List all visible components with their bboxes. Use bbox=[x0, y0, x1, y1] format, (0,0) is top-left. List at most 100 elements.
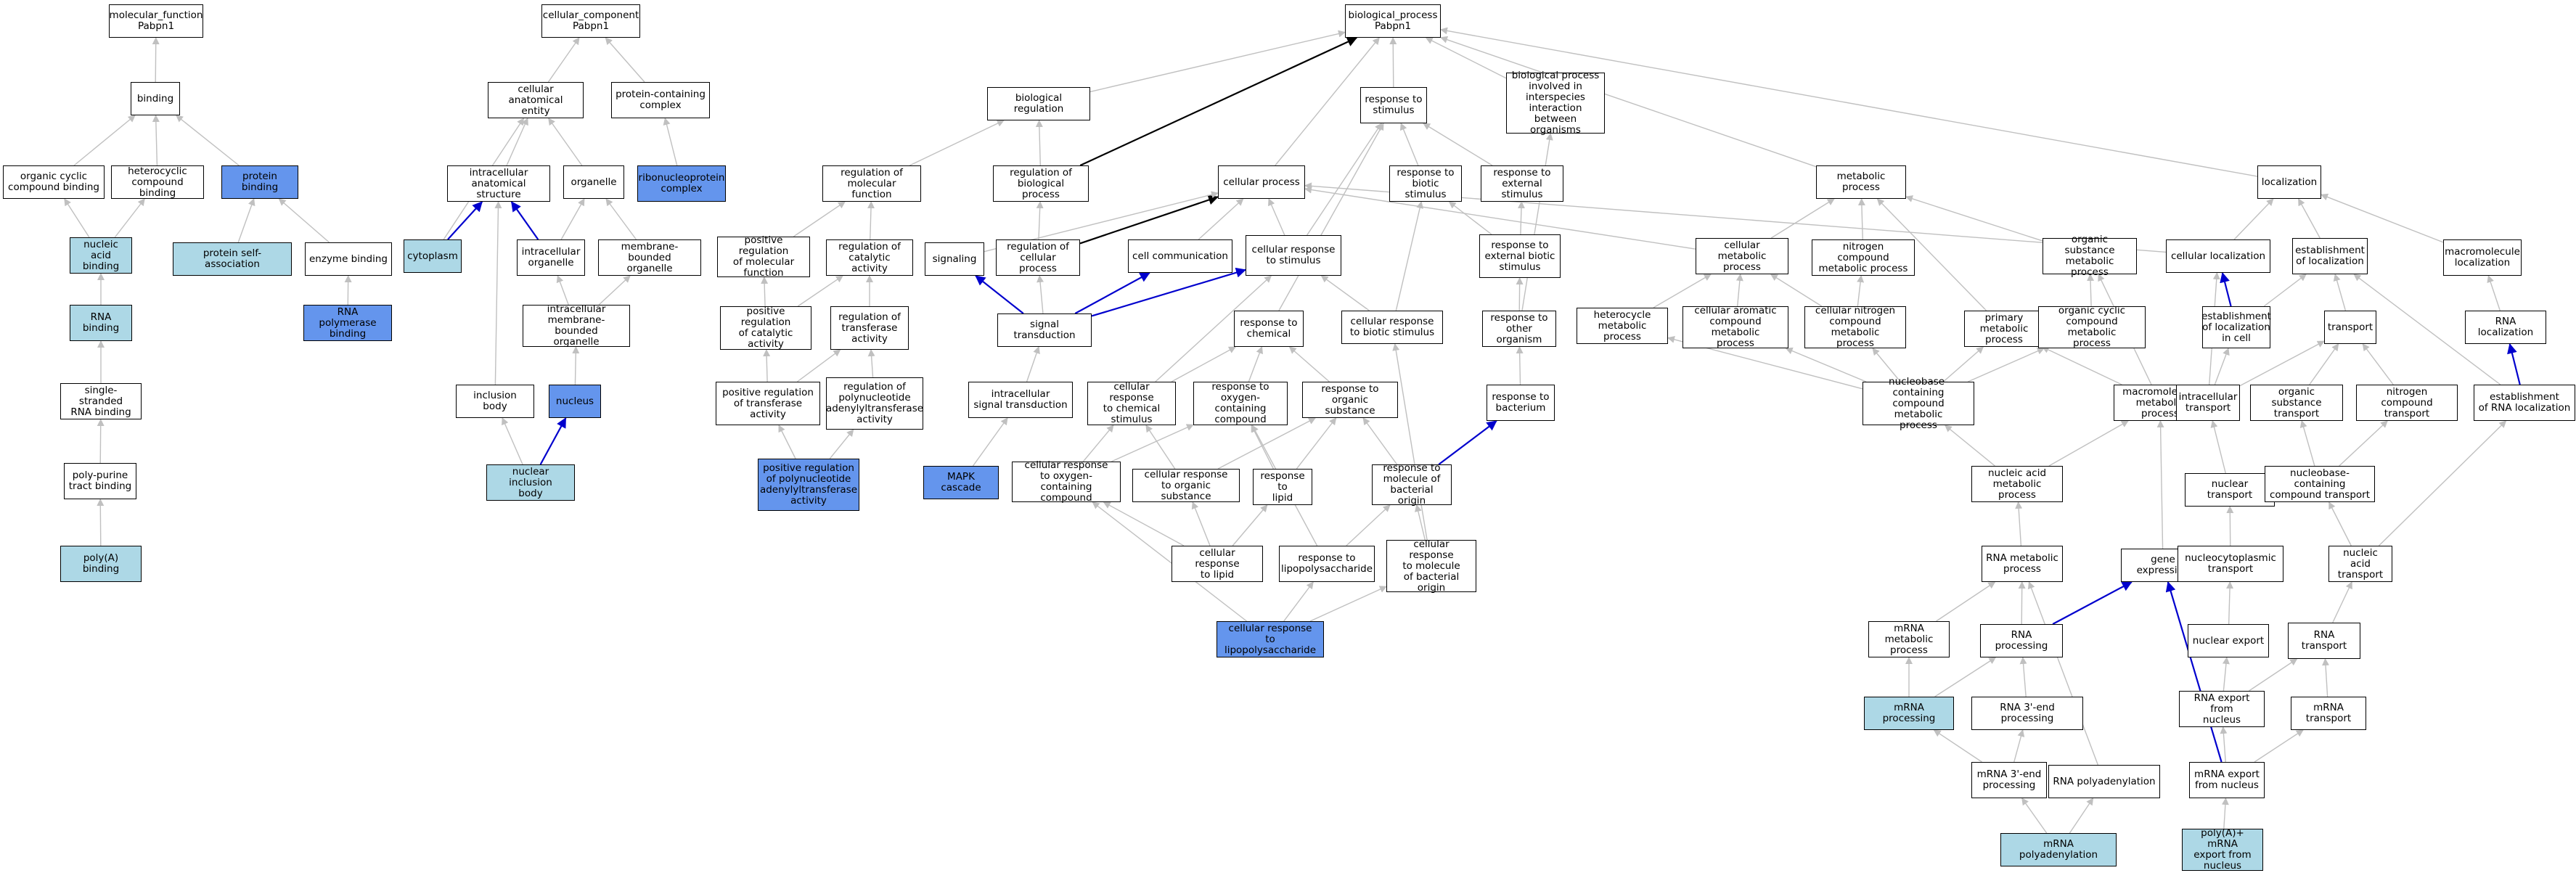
node-macromolecule-localization[interactable]: macromolecule localization bbox=[2443, 239, 2522, 276]
node-cellular-response-to-chemical-stimulus[interactable]: cellular response to chemical stimulus bbox=[1087, 382, 1176, 425]
node-heterocyclic-compound-binding[interactable]: heterocyclic compound binding bbox=[111, 165, 204, 199]
node-cellular-response-to-lipopolysaccharide[interactable]: cellular response to lipopolysaccharide bbox=[1217, 621, 1324, 657]
node-nuclear-export[interactable]: nuclear export bbox=[2188, 624, 2269, 657]
node-positive-regulation-of-catalytic-activity[interactable]: positive regulation of catalytic activit… bbox=[720, 306, 811, 350]
node-nucleic-acid-metabolic-process[interactable]: nucleic acid metabolic process bbox=[1971, 466, 2063, 502]
node-response-to-bacterium[interactable]: response to bacterium bbox=[1487, 385, 1555, 421]
node-regulation-of-molecular-function[interactable]: regulation of molecular function bbox=[822, 165, 921, 202]
node-response-to-oxygen-containing-compound[interactable]: response to oxygen-containing compound bbox=[1193, 382, 1288, 425]
node-mapk-cascade[interactable]: MAPK cascade bbox=[923, 466, 999, 499]
node-response-to-molecule-of-bacterial-origin[interactable]: response to molecule of bacterial origin bbox=[1372, 463, 1452, 507]
node-cellular-response-to-biotic-stimulus[interactable]: cellular response to biotic stimulus bbox=[1341, 311, 1443, 344]
node-biological-regulation[interactable]: biological regulation bbox=[987, 87, 1090, 120]
node-nuclear-transport[interactable]: nuclear transport bbox=[2185, 473, 2275, 507]
node-nucleobase-containing-compound-transport[interactable]: nucleobase-containing compound transport bbox=[2265, 466, 2375, 502]
node-metabolic-process[interactable]: metabolic process bbox=[1816, 165, 1906, 199]
node-organic-substance-transport[interactable]: organic substance transport bbox=[2250, 385, 2343, 421]
node-signaling[interactable]: signaling bbox=[925, 242, 984, 276]
node-biological-process-root[interactable]: biological_process Pabpn1 bbox=[1345, 4, 1441, 38]
node-rna-polymerase-binding[interactable]: RNA polymerase binding bbox=[303, 305, 392, 341]
node-poly-a-binding[interactable]: poly(A) binding bbox=[60, 546, 142, 582]
node-nucleocytoplasmic-transport[interactable]: nucleocytoplasmic transport bbox=[2178, 546, 2283, 582]
node-cell-communication[interactable]: cell communication bbox=[1128, 239, 1232, 273]
node-nuclear-inclusion-body[interactable]: nuclear inclusion body bbox=[486, 464, 575, 501]
node-intracellular-membrane-bounded-organelle[interactable]: intracellular membrane-bounded organelle bbox=[523, 304, 630, 348]
node-response-to-chemical[interactable]: response to chemical bbox=[1234, 311, 1304, 347]
node-intracellular-anatomical-structure[interactable]: intracellular anatomical structure bbox=[447, 165, 550, 202]
node-poly-purine-tract-binding[interactable]: poly-purine tract binding bbox=[64, 463, 136, 499]
node-regulation-of-transferase-activity[interactable]: regulation of transferase activity bbox=[830, 306, 909, 350]
node-mrna-polyadenylation[interactable]: mRNA polyadenylation bbox=[2000, 833, 2117, 866]
node-rna-polyadenylation[interactable]: RNA polyadenylation bbox=[2048, 765, 2160, 798]
node-inclusion-body[interactable]: inclusion body bbox=[456, 385, 534, 418]
node-cellular-response-to-stimulus[interactable]: cellular response to stimulus bbox=[1246, 235, 1341, 276]
node-response-to-external-biotic-stimulus[interactable]: response to external biotic stimulus bbox=[1479, 234, 1561, 278]
node-cellular-response-to-organic-substance[interactable]: cellular response to organic substance bbox=[1132, 469, 1240, 502]
node-positive-regulation-of-polynucleotide-adenylyltransferase-activity[interactable]: positive regulation of polynucleotide ad… bbox=[758, 459, 859, 511]
node-transport[interactable]: transport bbox=[2324, 311, 2376, 344]
node-nucleobase-containing-compound-metabolic-process[interactable]: nucleobase-containing compound metabolic… bbox=[1863, 376, 1974, 430]
node-rna-binding[interactable]: RNA binding bbox=[70, 305, 132, 341]
node-binding[interactable]: binding bbox=[131, 82, 180, 115]
node-response-to-lipid[interactable]: response to lipid bbox=[1253, 469, 1312, 505]
node-cellular-component-root[interactable]: cellular_component Pabpn1 bbox=[541, 4, 640, 38]
node-response-to-external-stimulus[interactable]: response to external stimulus bbox=[1481, 165, 1563, 202]
node-positive-regulation-of-molecular-function[interactable]: positive regulation of molecular functio… bbox=[717, 235, 810, 279]
node-cellular-aromatic-compound-metabolic-process[interactable]: cellular aromatic compound metabolic pro… bbox=[1682, 306, 1788, 349]
node-intracellular-transport[interactable]: intracellular transport bbox=[2176, 385, 2240, 421]
node-enzyme-binding[interactable]: enzyme binding bbox=[305, 242, 392, 276]
node-cellular-metabolic-process[interactable]: cellular metabolic process bbox=[1696, 238, 1788, 274]
node-response-to-stimulus[interactable]: response to stimulus bbox=[1360, 87, 1427, 123]
node-nitrogen-compound-transport[interactable]: nitrogen compound transport bbox=[2356, 385, 2458, 421]
node-nucleic-acid-transport[interactable]: nucleic acid transport bbox=[2328, 546, 2392, 582]
node-protein-containing-complex[interactable]: protein-containing complex bbox=[611, 82, 710, 118]
node-nucleus[interactable]: nucleus bbox=[549, 385, 601, 418]
node-primary-metabolic-process[interactable]: primary metabolic process bbox=[1964, 311, 2044, 347]
node-rna-localization[interactable]: RNA localization bbox=[2465, 311, 2546, 344]
node-mrna-metabolic-process[interactable]: mRNA metabolic process bbox=[1868, 621, 1950, 657]
node-organelle[interactable]: organelle bbox=[563, 165, 624, 199]
node-positive-regulation-of-transferase-activity[interactable]: positive regulation of transferase activ… bbox=[716, 382, 820, 425]
node-regulation-of-cellular-process[interactable]: regulation of cellular process bbox=[996, 239, 1080, 276]
node-establishment-of-localization[interactable]: establishment of localization bbox=[2292, 238, 2368, 274]
node-cellular-response-to-lipid[interactable]: cellular response to lipid bbox=[1172, 546, 1263, 582]
node-cellular-anatomical-entity[interactable]: cellular anatomical entity bbox=[488, 82, 584, 118]
node-rna-3-end-processing[interactable]: RNA 3'-end processing bbox=[1971, 697, 2083, 730]
node-regulation-of-biological-process[interactable]: regulation of biological process bbox=[993, 165, 1089, 202]
node-cellular-process[interactable]: cellular process bbox=[1218, 165, 1305, 199]
node-interspecies-interaction[interactable]: biological process involved in interspec… bbox=[1506, 70, 1605, 136]
node-organic-cyclic-compound-binding[interactable]: organic cyclic compound binding bbox=[3, 165, 105, 199]
node-rna-transport[interactable]: RNA transport bbox=[2288, 623, 2360, 659]
node-regulation-of-polynucleotide-adenylyltransferase-activity[interactable]: regulation of polynucleotide adenylyltra… bbox=[826, 377, 923, 430]
node-localization[interactable]: localization bbox=[2257, 165, 2321, 199]
node-cytoplasm[interactable]: cytoplasm bbox=[404, 239, 462, 273]
node-organic-cyclic-compound-metabolic-process[interactable]: organic cyclic compound metabolic proces… bbox=[2038, 306, 2146, 349]
node-nucleic-acid-binding[interactable]: nucleic acid binding bbox=[70, 237, 132, 274]
node-mrna-processing[interactable]: mRNA processing bbox=[1864, 697, 1954, 730]
node-single-stranded-rna-binding[interactable]: single-stranded RNA binding bbox=[60, 383, 142, 419]
node-regulation-of-catalytic-activity[interactable]: regulation of catalytic activity bbox=[826, 239, 913, 276]
node-rna-processing[interactable]: RNA processing bbox=[1980, 624, 2063, 657]
node-poly-a-mrna-export-from-nucleus[interactable]: poly(A)+ mRNA export from nucleus bbox=[2182, 828, 2263, 872]
node-response-to-biotic-stimulus[interactable]: response to biotic stimulus bbox=[1389, 165, 1462, 202]
node-rna-export-from-nucleus[interactable]: RNA export from nucleus bbox=[2179, 691, 2265, 727]
node-establishment-of-localization-in-cell[interactable]: establishment of localization in cell bbox=[2201, 306, 2271, 348]
node-intracellular-organelle[interactable]: intracellular organelle bbox=[517, 239, 585, 276]
node-establishment-of-rna-localization[interactable]: establishment of RNA localization bbox=[2474, 385, 2575, 421]
node-protein-self-association[interactable]: protein self-association bbox=[173, 242, 292, 276]
node-signal-transduction[interactable]: signal transduction bbox=[997, 313, 1092, 347]
node-cellular-localization[interactable]: cellular localization bbox=[2166, 239, 2270, 273]
node-mrna-export-from-nucleus[interactable]: mRNA export from nucleus bbox=[2189, 762, 2265, 798]
node-mrna-transport[interactable]: mRNA transport bbox=[2291, 697, 2366, 730]
node-response-to-organic-substance[interactable]: response to organic substance bbox=[1302, 382, 1398, 418]
node-response-to-lipopolysaccharide[interactable]: response to lipopolysaccharide bbox=[1279, 546, 1375, 582]
node-molecular-function-root[interactable]: molecular_function Pabpn1 bbox=[109, 4, 203, 38]
node-membrane-bounded-organelle[interactable]: membrane-bounded organelle bbox=[598, 239, 701, 276]
node-organic-substance-metabolic-process[interactable]: organic substance metabolic process bbox=[2043, 234, 2137, 278]
node-nitrogen-compound-metabolic-process[interactable]: nitrogen compound metabolic process bbox=[1812, 239, 1915, 276]
node-protein-binding[interactable]: protein binding bbox=[221, 165, 298, 199]
node-intracellular-signal-transduction[interactable]: intracellular signal transduction bbox=[968, 382, 1073, 418]
node-response-to-other-organism[interactable]: response to other organism bbox=[1482, 311, 1556, 347]
node-cellular-response-to-oxygen-containing-compound[interactable]: cellular response to oxygen-containing c… bbox=[1012, 460, 1121, 504]
node-heterocycle-metabolic-process[interactable]: heterocycle metabolic process bbox=[1577, 308, 1668, 344]
